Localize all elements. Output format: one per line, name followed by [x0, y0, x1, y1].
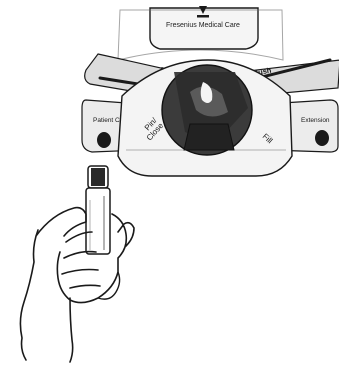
patient-cap-label: Patient Cap: [93, 117, 127, 124]
housing-logo-icon: [197, 6, 209, 18]
extension-socket-icon: [315, 130, 329, 146]
hand-icon: [19, 206, 135, 363]
extension-label: Extension: [301, 117, 330, 124]
rotary-knob[interactable]: [161, 64, 253, 156]
knob-pointer-icon: [200, 82, 213, 103]
test-tube-icon: [85, 165, 111, 255]
brand-label: Fresenius Medical Care: [166, 22, 240, 29]
machine-housing: Fresenius Medical Care: [117, 6, 284, 61]
patient-cap-socket-icon: [97, 132, 111, 148]
